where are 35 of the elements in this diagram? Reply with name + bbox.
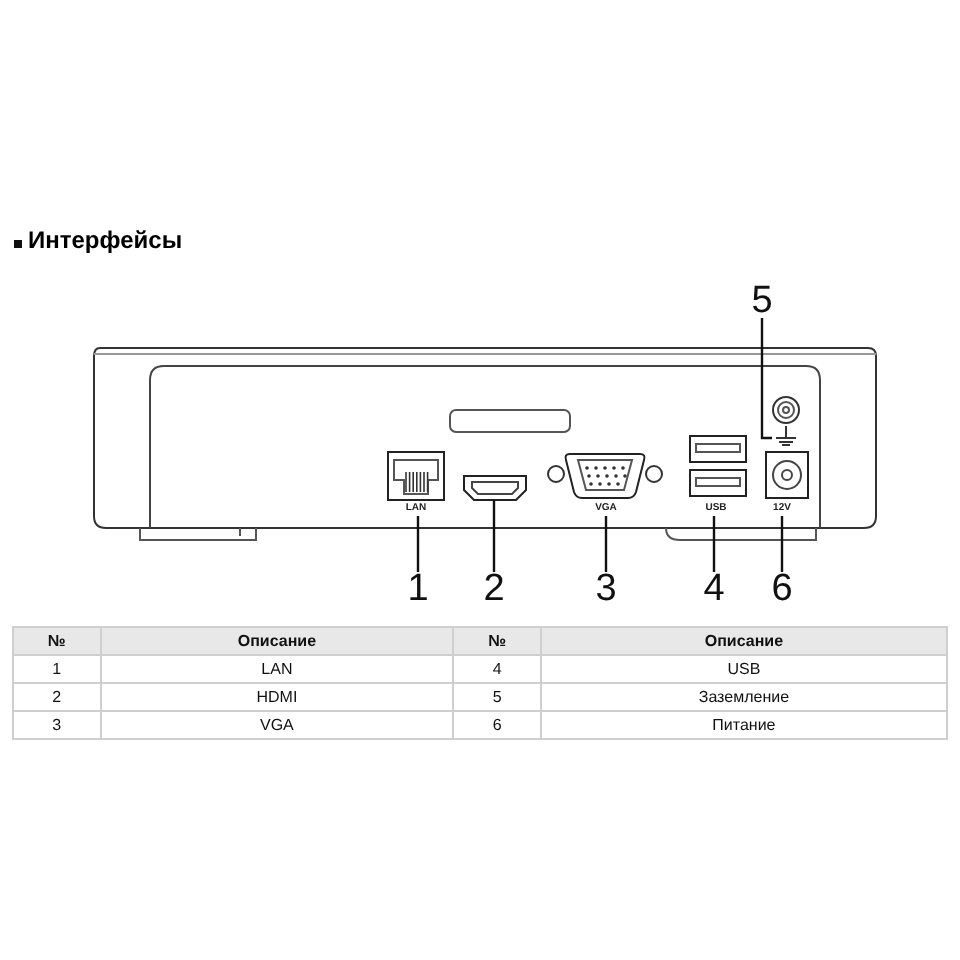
table-cell: 6 xyxy=(453,711,541,739)
callout-number: 6 xyxy=(768,570,796,608)
header-cell: Описание xyxy=(100,627,454,655)
leader-line xyxy=(492,500,496,572)
table-cell: 3 xyxy=(13,711,101,739)
table-cell: 4 xyxy=(453,655,541,683)
header-cell: Описание xyxy=(540,627,947,655)
table-cell: VGA xyxy=(100,711,454,739)
table-cell: 5 xyxy=(453,683,541,711)
section-title: Интерфейсы xyxy=(28,226,183,254)
leader-line xyxy=(604,516,608,572)
header-cell: № xyxy=(453,627,541,655)
vga-port-icon xyxy=(547,453,663,499)
header-cell: № xyxy=(13,627,101,655)
usb-port-icon xyxy=(689,435,747,497)
ground-terminal-icon xyxy=(772,396,800,446)
power-jack-icon xyxy=(765,451,809,499)
leader-line xyxy=(760,318,772,440)
callout-number: 4 xyxy=(700,570,728,608)
table-cell: Питание xyxy=(540,711,947,739)
callout-number: 3 xyxy=(592,570,620,608)
leader-line xyxy=(780,516,784,572)
leader-line xyxy=(416,516,420,572)
callout-number: 1 xyxy=(404,570,432,608)
table-cell: 1 xyxy=(13,655,101,683)
table-cell: USB xyxy=(540,655,947,683)
video-port-icon xyxy=(463,475,527,501)
table-cell: LAN xyxy=(100,655,454,683)
table-cell: 2 xyxy=(13,683,101,711)
leader-line xyxy=(712,516,716,572)
callout-number: 2 xyxy=(480,570,508,608)
table-cell: HDMI xyxy=(100,683,454,711)
network-port-icon xyxy=(387,451,445,501)
callout-number: 5 xyxy=(748,282,776,320)
table-cell: Заземление xyxy=(540,683,947,711)
